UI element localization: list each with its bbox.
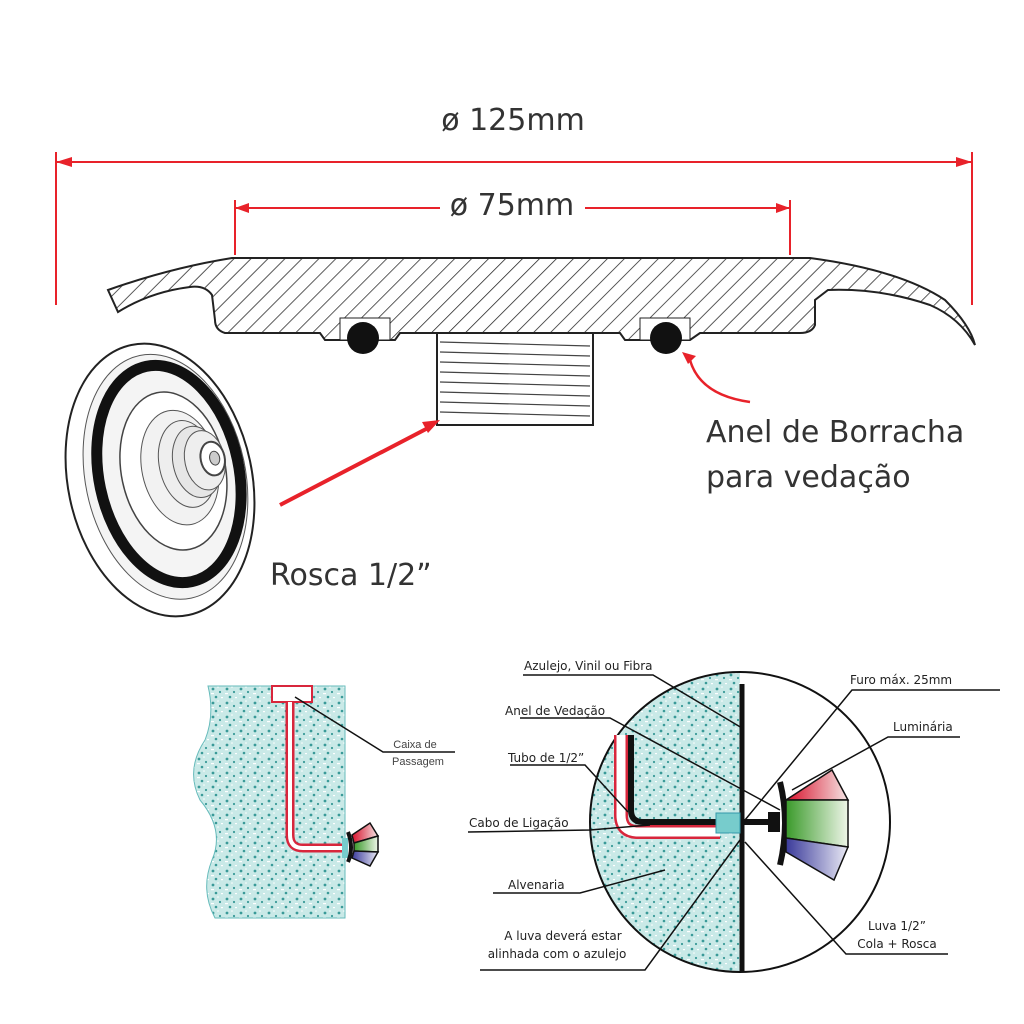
install-detail: Azulejo, Vinil ou Fibra Anel de Vedação …: [467, 659, 1000, 973]
label-lamp: Luminária: [893, 720, 953, 734]
label-sleeve-line1: Luva 1/2”: [868, 919, 926, 933]
install-overview: Caixa de Passagem: [193, 685, 455, 919]
box-label-line2: Passagem: [392, 756, 444, 768]
thread-label: Rosca 1/2”: [270, 558, 432, 593]
thread-callout: Rosca 1/2”: [270, 420, 440, 593]
dimension-75: ø 75mm: [234, 188, 791, 255]
dimension-125: ø 125mm: [55, 103, 973, 305]
inner-diameter-label: ø 75mm: [450, 188, 575, 223]
label-cable: Cabo de Ligação: [469, 816, 569, 830]
seal-label-line1: Anel de Borracha: [706, 415, 964, 450]
lamp-perspective: [64, 342, 256, 618]
label-hole: Furo máx. 25mm: [850, 673, 952, 687]
label-sleeve-line2: Cola + Rosca: [857, 937, 936, 951]
label-masonry: Alvenaria: [508, 878, 565, 892]
seal-label-line2: para vedação: [706, 460, 911, 495]
outer-diameter-label: ø 125mm: [441, 103, 585, 138]
label-tile: Azulejo, Vinil ou Fibra: [524, 659, 653, 673]
lamp-cross-section: [106, 257, 976, 426]
label-seal: Anel de Vedação: [505, 704, 605, 718]
label-tube: Tubo de 1/2”: [507, 751, 584, 765]
seal-callout: Anel de Borracha para vedação: [682, 352, 964, 495]
o-ring-left: [347, 322, 379, 354]
label-align-line1: A luva deverá estar: [504, 929, 622, 943]
o-ring-right: [650, 322, 682, 354]
label-align-line2: alinhada com o azulejo: [488, 947, 627, 961]
box-label-line1: Caixa de: [393, 739, 436, 751]
